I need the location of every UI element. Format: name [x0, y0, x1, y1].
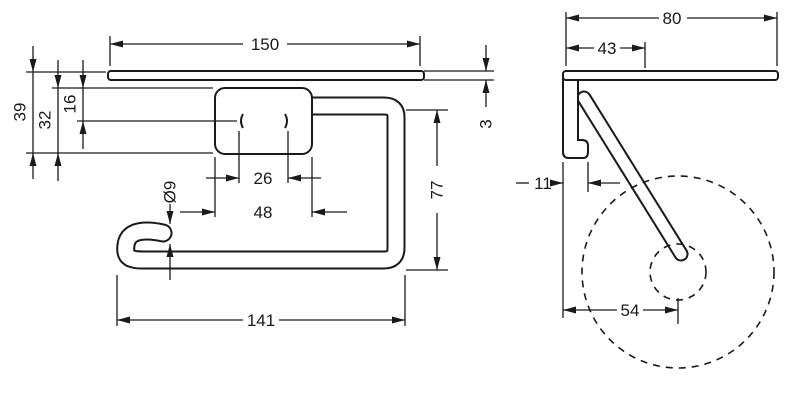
dim-label-shelf-depth: 80 — [663, 9, 682, 28]
dim-bracket-depth: 11 — [516, 162, 620, 318]
spring-clip-right — [284, 113, 288, 129]
dim-roll-center-offset: 54 — [563, 298, 679, 324]
dim-label-clip-spacing: 26 — [254, 169, 273, 188]
side-view-dimensions: 80 43 11 54 — [516, 9, 778, 324]
dim-shelf-front-depth: 43 — [566, 39, 646, 68]
dim-label-shelf-width: 150 — [251, 35, 279, 54]
shelf-profile — [562, 70, 779, 81]
dim-plate-width: 48 — [180, 157, 347, 222]
dim-clip-offset: 16 — [61, 60, 237, 149]
holder-arm-core — [578, 92, 687, 260]
dim-clip-spacing: 26 — [206, 131, 321, 188]
front-view-dimensions: 150 39 32 16 — [11, 35, 496, 330]
front-view — [107, 70, 425, 270]
wall-bracket — [562, 78, 589, 159]
dim-shelf-thickness: 3 — [424, 45, 496, 129]
dim-label-bracket-depth: 11 — [534, 174, 552, 193]
side-view — [562, 70, 779, 369]
dim-bar-diameter: Ø9 — [161, 181, 180, 280]
dim-label-roll-center-offset: 54 — [621, 301, 640, 320]
dim-label-overall-height: 39 — [11, 103, 30, 122]
dim-holder-height: 77 — [406, 109, 448, 271]
dim-label-shelf-thickness: 3 — [477, 119, 496, 128]
dim-label-bar-diameter: Ø9 — [161, 181, 180, 204]
dim-holder-width: 141 — [116, 275, 406, 330]
dim-label-shelf-front-depth: 43 — [598, 39, 617, 58]
dim-label-plate-width: 48 — [254, 203, 273, 222]
shelf — [107, 70, 425, 81]
dim-label-plate-height: 32 — [36, 111, 55, 130]
dim-plate-height: 32 — [36, 60, 213, 181]
paper-roll-outline — [581, 175, 775, 369]
dim-shelf-depth: 80 — [565, 9, 778, 66]
dim-label-holder-height: 77 — [428, 181, 447, 200]
holder-bar-core — [118, 98, 404, 268]
spring-clip-left — [240, 113, 244, 129]
dim-shelf-width: 150 — [109, 35, 421, 66]
dim-label-holder-width: 141 — [247, 311, 275, 330]
dim-label-clip-offset: 16 — [61, 95, 80, 114]
